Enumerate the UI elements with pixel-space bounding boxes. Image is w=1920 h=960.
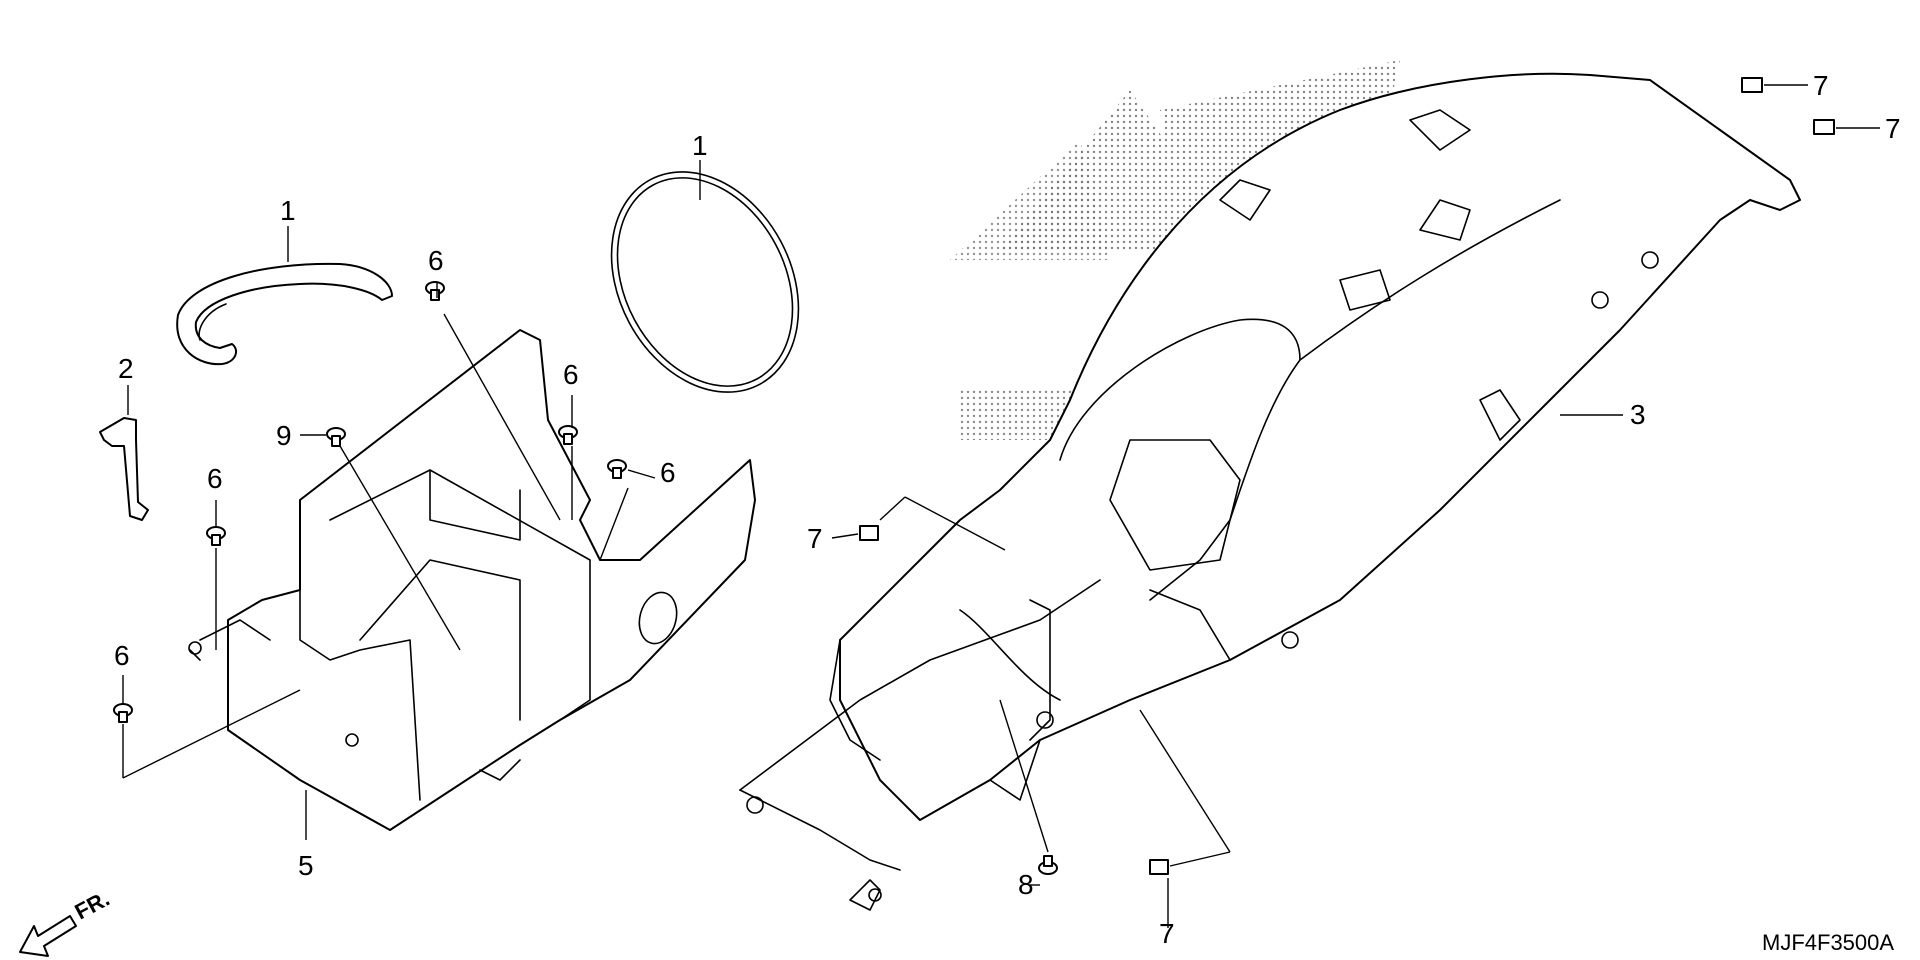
battery-tray (188, 329, 756, 831)
clip-7a (1741, 77, 1763, 93)
callout-9: 9 (276, 420, 292, 451)
clip-7d (1149, 859, 1169, 875)
callout-6-left: 6 (207, 463, 223, 494)
fasteners (113, 77, 1835, 875)
callout-8: 8 (1018, 869, 1034, 900)
callout-3: 3 (1630, 399, 1646, 430)
callout-1-ring: 1 (692, 130, 708, 161)
callout-7-top-a: 7 (1813, 70, 1829, 101)
callout-7-top-b: 7 (1885, 113, 1901, 144)
clip-7c (859, 525, 879, 541)
callout-6-bottom: 6 (114, 640, 130, 671)
ring-gasket (610, 171, 800, 393)
front-label: FR. (71, 886, 114, 925)
callout-1-strap: 1 (280, 195, 296, 226)
callout-6-right: 6 (563, 359, 579, 390)
callout-6-top: 6 (428, 245, 444, 276)
arrow-icon (19, 915, 77, 957)
leader-lines (122, 84, 1880, 928)
callout-labels: 1 1 2 3 5 6 6 6 6 6 7 7 7 7 8 9 (114, 70, 1901, 949)
callout-5: 5 (298, 850, 314, 881)
bracket-clip (99, 417, 149, 521)
band-strap-upper-left (176, 262, 393, 366)
callout-7-bottom: 7 (1159, 918, 1175, 949)
drawing-code: MJF4F3500A (1762, 930, 1894, 955)
callout-2: 2 (118, 353, 134, 384)
front-direction-indicator: FR. (19, 886, 114, 957)
callout-6-mid: 6 (660, 457, 676, 488)
clip-7b (1813, 119, 1835, 135)
callout-7-left: 7 (807, 523, 823, 554)
rear-inner-fender (739, 72, 1801, 911)
